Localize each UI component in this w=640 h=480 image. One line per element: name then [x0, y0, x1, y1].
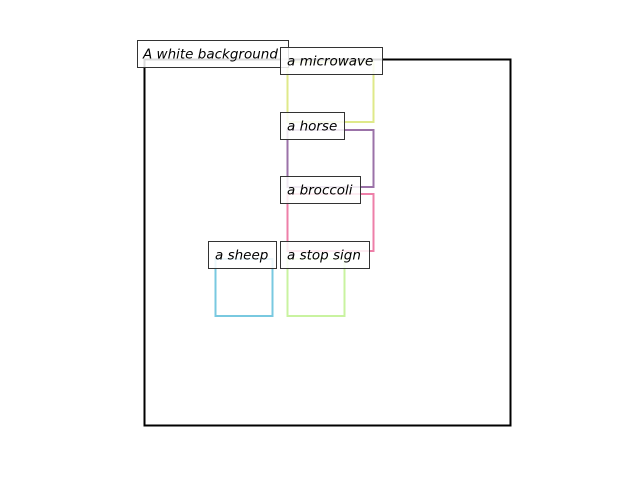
- stop-sign-label: a stop sign: [280, 241, 370, 269]
- sheep-label: a sheep: [208, 241, 277, 269]
- microwave-label: a microwave: [280, 47, 383, 75]
- horse-label-text: a horse: [287, 119, 337, 135]
- background-label-text: A white background: [142, 47, 278, 63]
- broccoli-label-text: a broccoli: [287, 183, 353, 199]
- background-label: A white background: [137, 40, 289, 68]
- horse-label: a horse: [280, 112, 345, 140]
- microwave-label-text: a microwave: [287, 54, 373, 70]
- sheep-label-text: a sheep: [215, 248, 268, 264]
- broccoli-label: a broccoli: [280, 176, 361, 204]
- stop-sign-label-text: a stop sign: [287, 248, 361, 264]
